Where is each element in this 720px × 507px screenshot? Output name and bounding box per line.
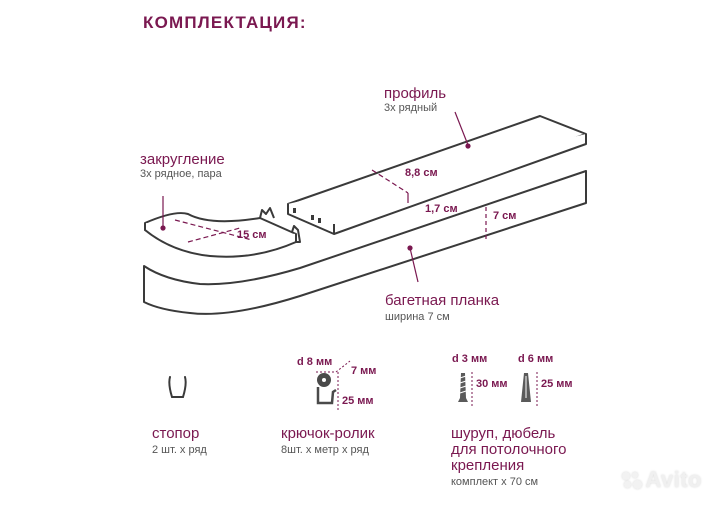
- rounding-label: закругление: [140, 151, 225, 168]
- screw-dowel-label-1: шуруп, дюбель: [451, 425, 556, 442]
- avito-watermark-text: Avito: [645, 467, 702, 492]
- screw-dowel-label-2: для потолочного: [451, 441, 567, 458]
- stopper-sub: 2 шт. х ряд: [152, 444, 207, 456]
- hook-roller-label: крючок-ролик: [281, 425, 375, 442]
- stopper-icon: [168, 376, 187, 398]
- profile-sub: 3х рядный: [384, 102, 438, 114]
- hook-diameter-dim: d 8 мм: [297, 356, 333, 368]
- hook-roller-icon: [316, 360, 351, 410]
- dowel-length-dim: 25 мм: [541, 378, 573, 390]
- profile-shape: [287, 115, 587, 235]
- profile-label: профиль: [384, 85, 447, 102]
- screw-icon: [458, 372, 473, 408]
- baguette-sub: ширина 7 см: [385, 311, 450, 323]
- baguette-height-dim: 7 см: [493, 210, 517, 222]
- rounding-length-dim: 15 см: [237, 229, 267, 241]
- screw-diameter-dim: d 3 мм: [452, 353, 488, 365]
- baguette-label: багетная планка: [385, 292, 500, 309]
- screw-dowel-sub: комплект х 70 см: [451, 476, 539, 488]
- screw-dowel-label-3: крепления: [451, 457, 525, 474]
- baguette-rail-shape: [143, 170, 587, 315]
- dowel-icon: [521, 372, 538, 408]
- screw-length-dim: 30 мм: [476, 378, 508, 390]
- page-title: КОМПЛЕКТАЦИЯ:: [143, 13, 307, 32]
- hook-height-dim: 25 мм: [342, 395, 374, 407]
- avito-watermark: Avito: [622, 467, 702, 493]
- avito-logo-icon: [622, 472, 643, 490]
- dowel-diameter-dim: d 6 мм: [518, 353, 554, 365]
- rounding-sub: 3х рядное, пара: [140, 168, 222, 180]
- hook-depth-dim: 7 мм: [351, 365, 377, 377]
- hook-roller-sub: 8шт. х метр х ряд: [281, 444, 369, 456]
- profile-width-dim: 8,8 см: [405, 167, 438, 179]
- profile-height-dim: 1,7 см: [425, 203, 458, 215]
- stopper-label: стопор: [152, 425, 200, 442]
- rounding-shape: [144, 207, 301, 258]
